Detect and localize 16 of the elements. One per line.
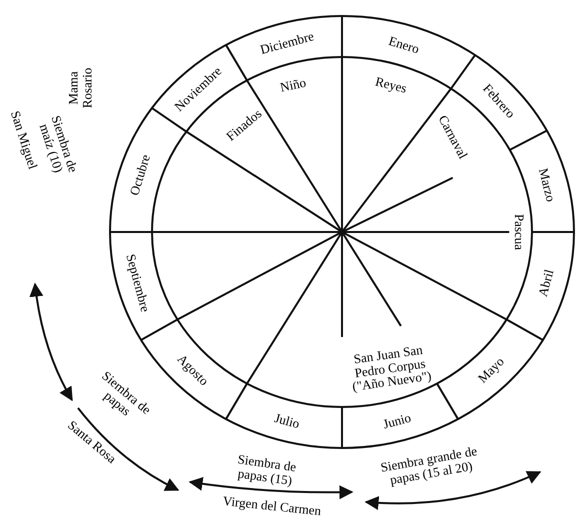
- month-label: Septiembre: [124, 252, 152, 313]
- month-label: Julio: [273, 410, 302, 431]
- month-label: Enero: [386, 34, 421, 56]
- season-label: Siembra grande de papas (15 al 20): [378, 443, 480, 489]
- month-label: Abril: [536, 268, 556, 298]
- festival-label: Virgen del Carmen: [222, 494, 322, 518]
- month-label: Marzo: [536, 166, 558, 203]
- festival-label: San Juan San Pedro Corpus ("Año Nuevo"): [350, 340, 434, 396]
- month-label: Octubre: [128, 152, 153, 197]
- festival-label: Mama Rosario: [66, 66, 94, 110]
- season-label: Siembra de papas (15): [236, 450, 298, 490]
- month-label: Junio: [381, 410, 412, 432]
- festival-label: Pascua: [512, 214, 526, 250]
- festival-label: Reyes: [374, 74, 408, 96]
- month-label: Diciembre: [259, 29, 316, 57]
- festival-label: Niño: [278, 75, 308, 94]
